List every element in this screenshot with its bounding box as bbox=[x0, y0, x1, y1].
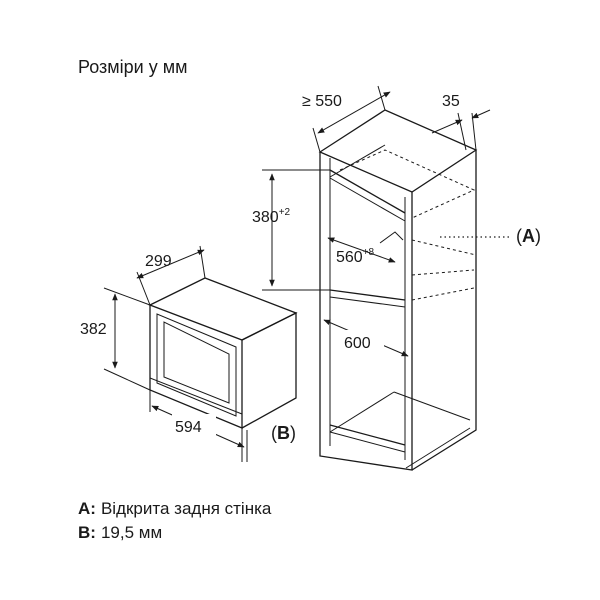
callout-a: (A) bbox=[516, 226, 541, 246]
open-back-dashes bbox=[339, 149, 477, 301]
dim-niche-height-label: 380+2 bbox=[252, 207, 291, 226]
legend-b: B:19,5 мм bbox=[78, 523, 162, 542]
dim-cabinet-width-label: 600 bbox=[344, 335, 371, 352]
dim-gap bbox=[431, 109, 491, 151]
diagram-title: Розміри у мм bbox=[78, 57, 187, 77]
dim-niche-height bbox=[262, 169, 330, 291]
dim-niche-width-label: 560+8 bbox=[336, 247, 375, 266]
legend-a: A:Відкрита задня стінка bbox=[78, 499, 272, 518]
dim-appliance-height-label: 382 bbox=[80, 321, 107, 338]
dim-appliance-depth-label: 299 bbox=[145, 253, 172, 270]
microwave-appliance bbox=[148, 277, 298, 429]
dim-depth bbox=[312, 85, 391, 153]
tall-cabinet bbox=[318, 109, 478, 471]
dim-appliance-width-label: 594 bbox=[175, 419, 202, 436]
dim-gap-label: 35 bbox=[442, 93, 460, 110]
dim-appliance-height bbox=[103, 287, 151, 391]
dim-niche-width bbox=[327, 231, 404, 263]
dim-appliance-depth bbox=[136, 245, 206, 306]
dim-depth-label: ≥ 550 bbox=[302, 93, 342, 110]
callout-b: (B) bbox=[271, 423, 296, 443]
